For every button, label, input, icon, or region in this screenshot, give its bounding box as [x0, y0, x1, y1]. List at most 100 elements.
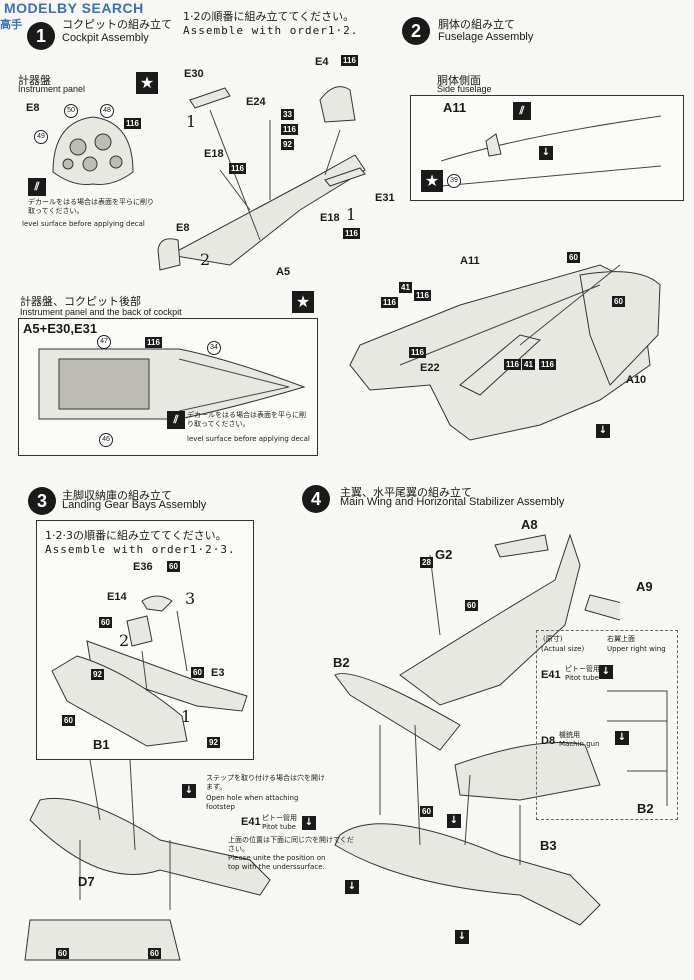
color-tag: 116: [414, 290, 431, 301]
color-tag: 60: [420, 806, 433, 817]
watermark: MODELBY SEARCH: [4, 0, 144, 16]
decal-circle: 49: [34, 130, 48, 144]
actual-e41-jp: ピトー管用: [565, 665, 600, 673]
part-D7: D7: [78, 874, 95, 889]
star-icon: ★: [421, 170, 443, 192]
color-tag: 116: [381, 297, 398, 308]
part-E8: E8: [176, 222, 190, 234]
drill-icon: ↓: [182, 784, 196, 798]
color-tag: 28: [420, 557, 433, 568]
rear-jp: 計器盤、コクピット後部: [20, 295, 141, 308]
side-part: A11: [443, 100, 467, 115]
color-tag: 92: [91, 669, 104, 680]
color-tag: 41: [399, 282, 412, 293]
color-tag: 60: [191, 667, 204, 678]
part-E22: E22: [420, 362, 440, 374]
color-tag: 116: [343, 228, 360, 239]
color-tag: 116: [281, 124, 298, 135]
color-tag: 60: [567, 252, 580, 263]
step3-order-jp: 1·2·3の順番に組み立ててください。: [45, 529, 227, 542]
cockpit-rear-box: A5+E30,E31 47 116 34 46 ⫽ デカールをはる場合は表面を平…: [18, 318, 318, 456]
actual-d8: D8: [541, 735, 556, 747]
step4-number: 4: [302, 485, 330, 513]
pitot-en: Pitot tube: [262, 823, 296, 831]
part-A5: A5: [276, 266, 291, 278]
side-jp: 胴体側面: [437, 74, 481, 87]
rear-note-en: level surface before applying decal: [187, 435, 310, 443]
step2-title-jp: 胴体の組み立て: [438, 18, 515, 31]
part-E14: E14: [107, 591, 127, 603]
color-tag: 92: [207, 737, 220, 748]
part-A10: A10: [626, 374, 647, 386]
panel-note-en: level surface before applying decal: [22, 220, 145, 228]
order-number: 1: [181, 707, 192, 726]
part-E18: E18: [204, 148, 224, 160]
wing-jp: 右翼上面: [607, 635, 635, 643]
step3-order-en: Assemble with order1·2·3.: [45, 543, 236, 556]
decal-icon: ⫽: [28, 178, 46, 196]
part-E3: E3: [211, 667, 225, 679]
decal-circle: 34: [207, 341, 221, 355]
step2-number: 2: [402, 17, 430, 45]
order-jp: 1·2の順番に組み立ててください。: [183, 10, 355, 23]
step1-title-jp: コクピットの組み立て: [62, 18, 172, 31]
drill-icon: ↓: [599, 665, 613, 679]
color-tag: 116: [341, 55, 358, 66]
actual-d8-jp: 機銃用: [559, 731, 580, 739]
step3-note-en: Open hole when attaching footstep: [206, 794, 299, 811]
order-number: 3: [185, 589, 196, 608]
color-tag: 41: [522, 359, 535, 370]
step4-title-en: Main Wing and Horizontal Stabilizer Asse…: [340, 496, 565, 508]
decal-circle: 50: [64, 104, 78, 118]
step3-title-jp: 主脚収納庫の組み立て: [62, 489, 172, 502]
step2-title-en: Fuselage Assembly: [438, 31, 534, 43]
wing-en: Upper right wing: [607, 645, 666, 653]
pitot-part: E41: [241, 816, 261, 828]
panel-jp: 計器盤: [18, 74, 51, 87]
part-B3: B3: [540, 838, 557, 853]
part-G2: G2: [435, 547, 453, 562]
actual-b2: B2: [637, 801, 654, 816]
actual-en: (Actual size): [541, 645, 585, 653]
wing-drawing: [334, 533, 620, 926]
part-A11: A11: [460, 255, 480, 267]
drill-icon: ↓: [455, 930, 469, 944]
part-B2: B2: [333, 655, 350, 670]
color-tag: 60: [99, 617, 112, 628]
cockpit-drawing: [157, 86, 366, 271]
actual-d8-en: Machin gun: [559, 740, 600, 748]
color-tag: 116: [504, 359, 521, 370]
part-E31: E31: [375, 192, 395, 204]
decal-circle: 46: [99, 433, 113, 447]
step3-title-en: Landing Gear Bays Assembly: [62, 499, 207, 511]
gear-bay-box: 1·2·3の順番に組み立ててください。 Assemble with order1…: [36, 520, 254, 760]
color-tag: 60: [56, 948, 69, 959]
side-en: Side fuselage: [437, 84, 492, 94]
panel-drawing: [52, 116, 134, 185]
part-E30: E30: [184, 68, 204, 80]
watermark-mini: 高手: [0, 18, 22, 31]
decal-circle: 39: [447, 174, 461, 188]
rear-en: Instrument panel and the back of cockpit: [20, 307, 182, 317]
drill-icon: ↓: [447, 814, 461, 828]
drill-icon: ↓: [345, 880, 359, 894]
star-icon: ★: [292, 291, 314, 313]
part-E24: E24: [246, 96, 266, 108]
order-number: 1: [186, 112, 197, 131]
color-tag: 60: [465, 600, 478, 611]
actual-e41: E41: [541, 669, 561, 681]
color-tag: 116: [409, 347, 426, 358]
part-A8: A8: [521, 517, 538, 532]
color-tag: 116: [229, 163, 246, 174]
actual-jp: (原寸): [543, 635, 563, 643]
color-tag: 60: [167, 561, 180, 572]
panel-en: Instrument panel: [18, 84, 86, 94]
color-tag: 60: [148, 948, 161, 959]
part-B1: B1: [93, 737, 110, 752]
decal-circle: 47: [97, 335, 111, 349]
step3-note-jp: ステップを取り付ける場合は穴を開けます。: [206, 774, 325, 791]
step3-number: 3: [28, 487, 56, 515]
decal-circle: 48: [100, 104, 114, 118]
order-en: Assemble with order1·2.: [183, 24, 359, 37]
star-icon: ★: [136, 72, 158, 94]
